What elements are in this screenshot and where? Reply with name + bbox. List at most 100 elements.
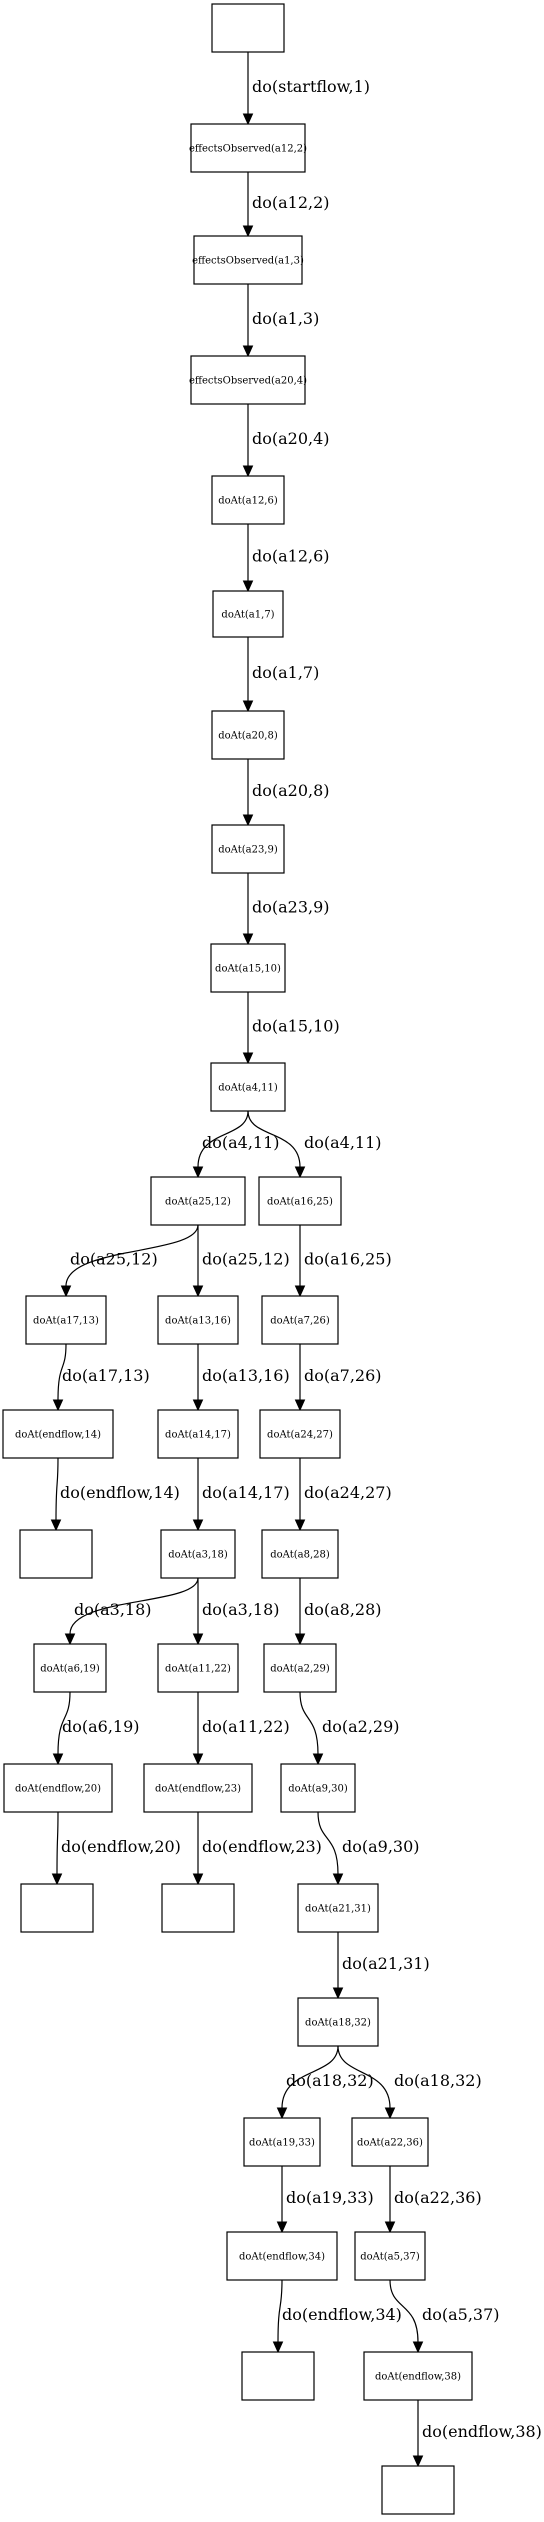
arrowhead-icon [332, 1873, 344, 1886]
state-box [210, 1062, 286, 1112]
edge-n1-n2: do(a12,2) [242, 172, 330, 238]
arrowhead-icon [312, 1753, 324, 1766]
arrowhead-icon [384, 2221, 396, 2234]
arrowhead-icon [192, 1633, 204, 1646]
edge-label: do(a12,6) [252, 547, 330, 566]
edge-n14-n17: do(a7,26) [294, 1344, 382, 1412]
arrowhead-icon [294, 1519, 306, 1532]
state-box [263, 1643, 337, 1693]
state-box [3, 1763, 113, 1813]
arrowhead-icon [242, 345, 254, 358]
state-node: doAt(a13,16) [157, 1295, 239, 1345]
edge-line [317, 1811, 339, 1875]
state-box [226, 2231, 338, 2281]
edge-n20-n23: do(a8,28) [294, 1578, 382, 1646]
edge-label: do(a11,22) [202, 1717, 290, 1736]
state-box [280, 1763, 356, 1813]
state-box [190, 123, 306, 173]
edge-label: do(a7,26) [304, 1366, 382, 1385]
edge-n24-n27: do(endflow,20) [51, 1811, 181, 1886]
state-node: doAt(endflow,38) [363, 2351, 473, 2401]
state-node: doAt(a11,22) [157, 1643, 239, 1693]
arrowhead-icon [332, 1987, 344, 2000]
state-node: doAt(a5,37) [354, 2231, 426, 2281]
state-label: doAt(a23,9) [218, 845, 278, 856]
edge-label: do(a9,30) [342, 1837, 420, 1856]
edge-line [337, 2045, 391, 2109]
state-box [259, 1409, 341, 1459]
edge-label: do(a12,2) [252, 193, 330, 212]
arrowhead-icon [64, 1633, 76, 1646]
state-box [20, 1883, 94, 1933]
edge-n25-n28: do(endflow,23) [192, 1812, 322, 1886]
state-label: doAt(a19,33) [249, 2138, 315, 2149]
edge-line [247, 1110, 301, 1168]
state-box [261, 1295, 339, 1345]
arrowhead-icon [242, 225, 254, 238]
arrowhead-icon [242, 814, 254, 827]
state-label: doAt(a24,27) [267, 1430, 333, 1441]
state-box [211, 3, 285, 53]
state-box [351, 2117, 429, 2167]
state-label: doAt(a17,13) [33, 1316, 99, 1327]
edge-line [57, 1343, 67, 1401]
edge-line [55, 1457, 59, 1521]
state-box [297, 1883, 379, 1933]
state-label: doAt(a25,12) [165, 1197, 231, 1208]
state-node: doAt(a4,11) [210, 1062, 286, 1112]
arrowhead-icon [192, 1753, 204, 1766]
edge-label: do(a5,37) [422, 2305, 500, 2324]
arrowhead-icon [51, 1873, 63, 1886]
state-node: doAt(a20,8) [211, 710, 285, 760]
state-node: doAt(endflow,34) [226, 2231, 338, 2281]
edge-label: do(endflow,20) [61, 1837, 181, 1856]
edge-label: do(a17,13) [62, 1366, 150, 1385]
edge-n8-n9: do(a15,10) [242, 992, 340, 1065]
edge-label: do(a1,7) [252, 663, 319, 682]
arrowhead-icon [412, 2455, 424, 2468]
edge-line [56, 1811, 59, 1875]
state-box [25, 1295, 107, 1345]
edge-line [69, 1577, 199, 1635]
edge-n19-n21: do(a3,18) [64, 1577, 199, 1646]
edge-label: do(a15,10) [252, 1017, 340, 1036]
edge-n12-n15: do(a17,13) [52, 1343, 150, 1412]
edge-label: do(a18,32) [394, 2071, 482, 2090]
edge-label: do(a23,9) [252, 898, 330, 917]
arrowhead-icon [276, 2107, 288, 2120]
edge-label: do(a21,31) [342, 1954, 430, 1973]
state-node: doAt(a2,29) [263, 1643, 337, 1693]
edge-n9-n11: do(a4,11) [247, 1110, 382, 1179]
state-label: doAt(a14,17) [165, 1430, 231, 1441]
state-node: doAt(a8,28) [261, 1529, 339, 1579]
edge-label: do(a2,29) [322, 1717, 400, 1736]
edge-label: do(endflow,23) [202, 1837, 322, 1856]
edge-label: do(a25,12) [70, 1250, 158, 1269]
edge-n7-n8: do(a23,9) [242, 873, 330, 946]
state-node [20, 1883, 94, 1933]
state-node: doAt(a21,31) [297, 1883, 379, 1933]
arrowhead-icon [294, 1285, 306, 1298]
nodes-layer: effectsObserved(a12,2)effectsObserved(a1… [2, 3, 473, 2515]
arrowhead-icon [192, 1285, 204, 1298]
arrowhead-icon [242, 113, 254, 126]
state-box [261, 1529, 339, 1579]
arrowhead-icon [242, 700, 254, 713]
state-label: effectsObserved(a20,4) [189, 376, 307, 387]
state-box [161, 1883, 235, 1933]
arrowhead-icon [50, 1519, 62, 1532]
state-box [210, 943, 286, 993]
state-node [211, 3, 285, 53]
state-box [211, 475, 285, 525]
state-label: doAt(a15,10) [215, 964, 281, 975]
state-node: doAt(a12,6) [211, 475, 285, 525]
state-node: effectsObserved(a12,2) [189, 123, 307, 173]
state-node: doAt(a15,10) [210, 943, 286, 993]
state-node: doAt(a9,30) [280, 1763, 356, 1813]
state-label: doAt(a7,26) [270, 1316, 330, 1327]
edge-label: do(a19,33) [286, 2188, 374, 2207]
edge-n10-n12: do(a25,12) [60, 1224, 199, 1298]
edge-n3-n4: do(a20,4) [242, 404, 330, 478]
arrowhead-icon [52, 1753, 64, 1766]
